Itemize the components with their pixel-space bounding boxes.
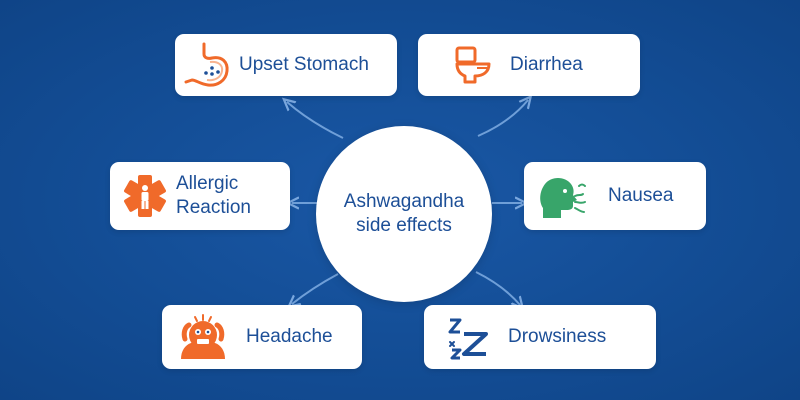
card-diarrhea: Diarrhea [418, 34, 640, 96]
toilet-icon [452, 44, 496, 86]
node-label: Diarrhea [510, 54, 583, 75]
medical-alert-icon [120, 173, 170, 219]
card-upset-stomach: Upset Stomach [175, 34, 397, 96]
card-drowsiness: Drowsiness [424, 305, 656, 369]
node-label: Headache [246, 326, 333, 347]
zzz-icon [442, 314, 492, 360]
node-label: Nausea [608, 185, 674, 206]
card-headache: Headache [162, 305, 362, 369]
card-nausea: Nausea [524, 162, 706, 230]
node-label: Drowsiness [508, 326, 607, 347]
node-label: Allergic Reaction [176, 173, 251, 218]
arrow-to-headache [292, 273, 339, 304]
card-allergic-reaction: Allergic Reaction [110, 162, 290, 230]
arrow-to-upset-stomach [287, 102, 344, 139]
arrow-to-drowsiness [475, 271, 520, 305]
node-label: Upset Stomach [239, 54, 369, 75]
center-circle: Ashwagandha side effects [316, 126, 492, 302]
stomach-icon [181, 40, 233, 90]
center-label: Ashwagandha side effects [343, 191, 465, 236]
arrow-to-diarrhea [477, 100, 528, 137]
headache-face-icon [174, 313, 232, 361]
nausea-face-icon [534, 172, 592, 220]
